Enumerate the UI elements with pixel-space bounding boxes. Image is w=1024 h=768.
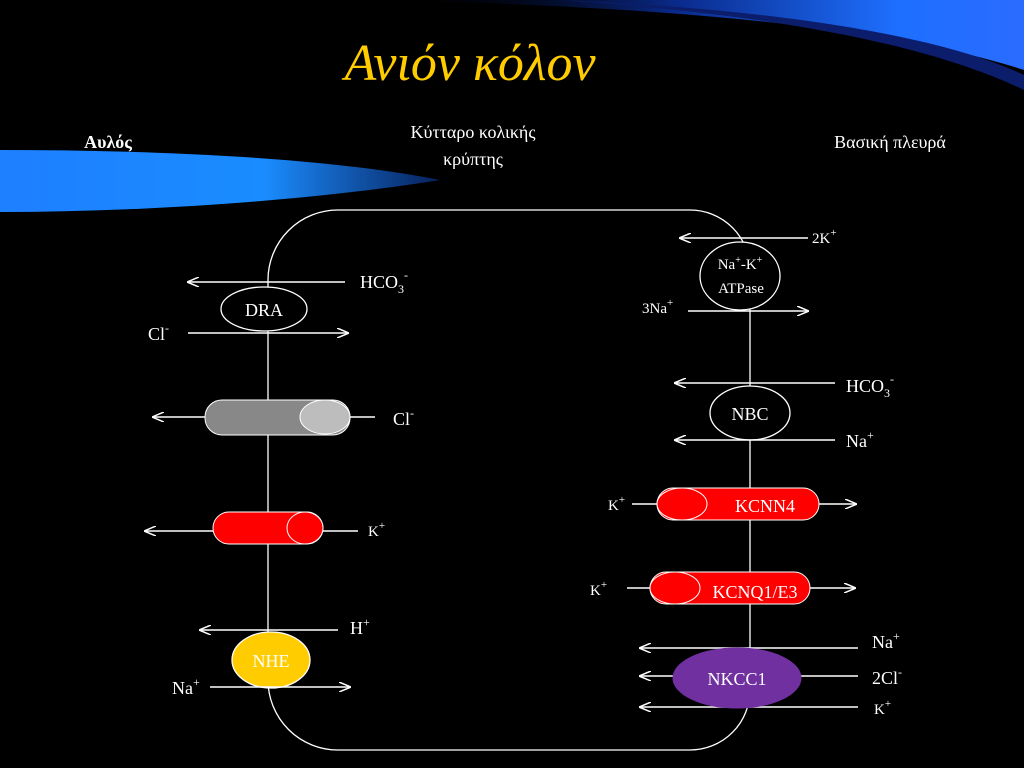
- apical-k-label: K+: [368, 520, 385, 540]
- na-k-atpase: [699, 241, 781, 311]
- atpase-label-line1: Na+-K+: [718, 255, 763, 273]
- apical-hco3-label: HCO3-: [360, 268, 408, 296]
- nkcc-cl-label: 2Cl-: [872, 665, 902, 688]
- dra-label: DRA: [245, 300, 283, 320]
- nhe-label: NHE: [253, 651, 290, 671]
- cell-header-line2: κρύπτης: [443, 149, 503, 169]
- basal-3na-label: 3Na+: [642, 297, 673, 317]
- atpase-label-line2: ATPase: [718, 281, 764, 297]
- page-title: Ανιόν κόλον: [341, 35, 596, 92]
- kcnn4-channel-end: [656, 487, 708, 521]
- dra-transporter: [220, 286, 308, 332]
- kcnn4-label: KCNN4: [735, 496, 795, 516]
- nkcc-na-label: Na+: [872, 629, 900, 652]
- top-swoosh: [390, 0, 1024, 70]
- basal-2k-label: 2K+: [812, 227, 837, 247]
- nhe-transporter: [231, 631, 311, 689]
- nkcc1-label: NKCC1: [707, 669, 766, 689]
- nkcc1-transporter: [672, 647, 802, 709]
- apical-cl-out-label: Cl-: [393, 406, 414, 429]
- kcnn4-k-label: K+: [608, 494, 625, 514]
- nkcc-k-label: K+: [874, 698, 891, 718]
- kcnq-k-label: K+: [590, 579, 607, 599]
- lumen-header: Αυλός: [84, 132, 132, 152]
- apical-k-channel-end: [286, 511, 324, 545]
- apical-cl-in-label: Cl-: [148, 321, 169, 344]
- basal-header: Βασική πλευρά: [834, 132, 946, 152]
- cftr-channel-end: [299, 399, 351, 435]
- nbc-label: NBC: [731, 404, 768, 424]
- kcnq-channel-end: [649, 571, 701, 605]
- apical-h-label: H+: [350, 615, 370, 638]
- cell-header-line1: Κύτταρο κολικής: [411, 122, 536, 142]
- left-swoosh: [0, 150, 440, 212]
- basal-nbc-na-label: Na+: [846, 428, 874, 451]
- top-swoosh-dark: [560, 0, 1024, 90]
- apical-na-label: Na+: [172, 675, 200, 698]
- kcnq-label: KCNQ1/E3: [713, 582, 798, 602]
- basal-hco3-label: HCO3-: [846, 372, 894, 400]
